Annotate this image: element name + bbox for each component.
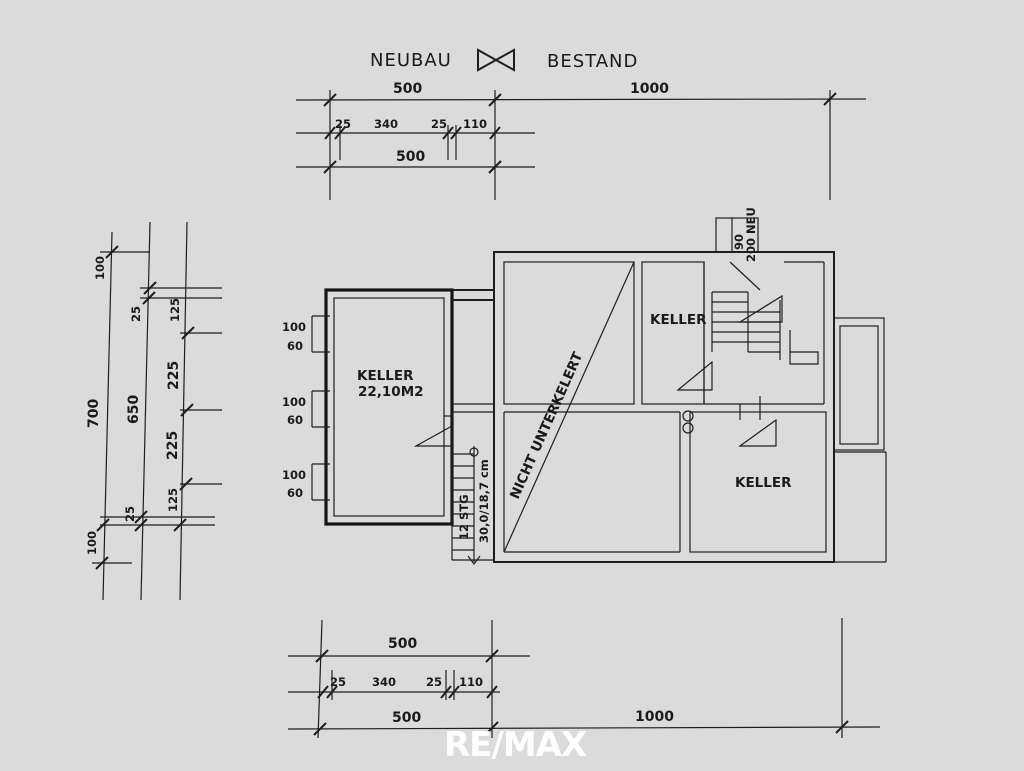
room-keller-upper-right-label: KELLER [650, 312, 707, 328]
dim-left-overall-700: 700 [86, 399, 102, 428]
dimension-lines-left [92, 221, 222, 601]
dim-bottom-overall-right: 1000 [635, 709, 674, 725]
dim-left-seg-225-b: 225 [165, 431, 181, 460]
dim-left-inner-650: 650 [126, 395, 142, 424]
dim-bottom-seg2: 340 [372, 675, 396, 689]
dim-bottom-overall-left: 500 [388, 636, 417, 652]
dim-top-seg2: 340 [374, 117, 398, 131]
window-3-height: 60 [287, 486, 303, 500]
dim-left-seg-125-bottom: 125 [166, 488, 180, 512]
neubau-extension [324, 288, 495, 526]
label-bestand: BESTAND [547, 51, 638, 72]
window-1-width: 100 [282, 320, 306, 334]
dim-top-overall-left: 500 [393, 81, 422, 97]
dim-left-wall-25-bottom: 25 [123, 506, 137, 522]
dimension-lines-bottom [287, 618, 881, 739]
room-keller-new-area: 22,10M2 [358, 384, 424, 400]
room-keller-new-label: KELLER [357, 368, 414, 384]
window-2-height: 60 [287, 413, 303, 427]
stair-count-label: 12 STG [457, 494, 471, 540]
dim-top-seg1: 25 [335, 117, 351, 131]
bestand-house [493, 217, 887, 563]
dim-left-top-100: 100 [93, 256, 107, 280]
window-3-width: 100 [282, 468, 306, 482]
dim-bottom-seg3: 25 [426, 675, 442, 689]
dimension-lines-top [295, 90, 867, 200]
dim-bottom-seg4: 110 [459, 675, 483, 689]
stair-rise-label: 30,0/18,7 cm [477, 459, 491, 543]
chimney-note-line1: 90 [732, 234, 746, 250]
window-2-width: 100 [282, 395, 306, 409]
window-markers-left [311, 315, 330, 501]
dim-bottom-seg1: 25 [330, 675, 346, 689]
dim-left-seg-225-a: 225 [166, 361, 182, 390]
dim-top-inner: 500 [396, 149, 425, 165]
room-keller-lower-right-label: KELLER [735, 475, 792, 491]
dim-left-seg-125-top: 125 [168, 298, 182, 322]
remax-watermark-logo: RE/MAX [444, 725, 587, 765]
window-1-height: 60 [287, 339, 303, 353]
dim-top-seg3: 25 [431, 117, 447, 131]
label-neubau: NEUBAU [370, 50, 452, 71]
dim-bottom-inner: 500 [392, 710, 421, 726]
dim-top-seg4: 110 [463, 117, 487, 131]
stair-existing [676, 261, 819, 447]
dim-top-overall-right: 1000 [630, 81, 669, 97]
chimney-note-line2: 200 NEU [744, 207, 758, 262]
dim-left-wall-25-top: 25 [129, 306, 143, 322]
bowtie-symbol [477, 48, 515, 72]
dim-left-bottom-100: 100 [85, 531, 99, 555]
